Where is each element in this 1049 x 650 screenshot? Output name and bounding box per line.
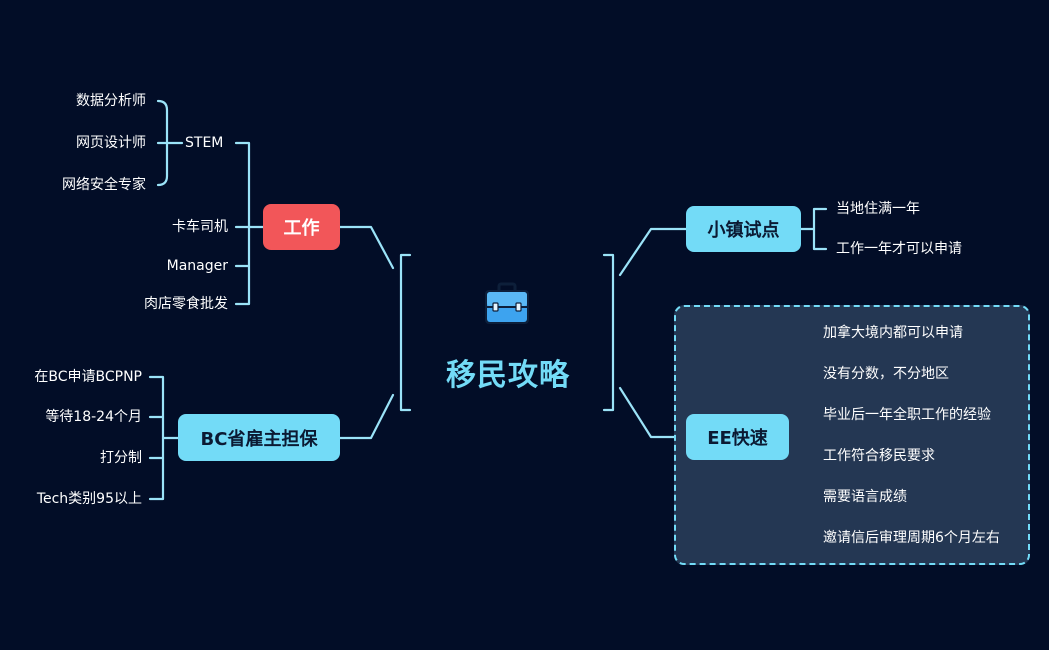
node-express-entry[interactable]: EE快速 [686, 414, 789, 460]
node-town-pilot[interactable]: 小镇试点 [686, 206, 801, 252]
center-bracket-left [399, 253, 412, 412]
link-center-work [338, 225, 395, 270]
bc-bracket [148, 375, 180, 501]
leaf-ee-item-1[interactable]: 加拿大境内都可以申请 [823, 325, 963, 341]
stem-bracket [156, 99, 184, 187]
link-center-bc [338, 393, 395, 440]
briefcase-icon [482, 282, 532, 326]
leaf-web-designer[interactable]: 网页设计师 [76, 135, 146, 151]
leaf-live-one-year[interactable]: 当地住满一年 [836, 201, 920, 217]
leaf-security-expert[interactable]: 网络安全专家 [62, 177, 146, 193]
node-stem[interactable]: STEM [185, 135, 224, 151]
leaf-ee-item-4[interactable]: 工作符合移民要求 [823, 448, 935, 464]
leaf-ee-item-3[interactable]: 毕业后一年全职工作的经验 [823, 407, 991, 423]
leaf-points-system[interactable]: 打分制 [100, 450, 142, 466]
leaf-tech-category[interactable]: Tech类别95以上 [36, 491, 142, 507]
leaf-manager[interactable]: Manager [166, 258, 228, 274]
node-work[interactable]: 工作 [263, 204, 340, 250]
node-bc-sponsor[interactable]: BC省雇主担保 [178, 414, 340, 461]
leaf-bcpnp[interactable]: 在BC申请BCPNP [34, 369, 142, 385]
leaf-butcher-wholesale[interactable]: 肉店零食批发 [144, 296, 228, 312]
leaf-ee-item-6[interactable]: 邀请信后审理周期6个月左右 [823, 530, 1000, 546]
town-bracket [799, 207, 828, 251]
leaf-truck-driver[interactable]: 卡车司机 [172, 219, 228, 235]
center-title: 移民攻略 [446, 358, 570, 393]
work-bracket [234, 141, 265, 306]
center-bracket-right [602, 253, 615, 412]
leaf-wait-time[interactable]: 等待18-24个月 [45, 409, 142, 425]
link-center-town [618, 227, 688, 277]
leaf-work-one-year[interactable]: 工作一年才可以申请 [836, 241, 962, 257]
leaf-data-analyst[interactable]: 数据分析师 [76, 93, 146, 109]
leaf-ee-item-5[interactable]: 需要语言成绩 [823, 489, 907, 505]
leaf-ee-item-2[interactable]: 没有分数，不分地区 [823, 366, 949, 382]
